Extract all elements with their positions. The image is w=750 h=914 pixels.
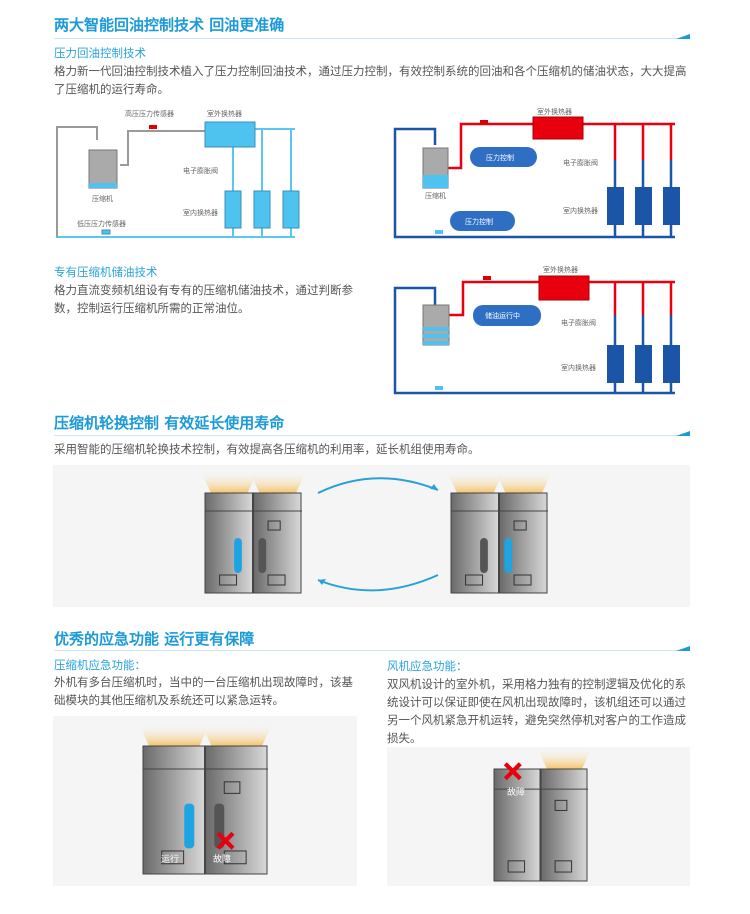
label-indoor-hx: 室内换热器 [183,208,218,217]
label-fault: 故障 [213,855,232,865]
unit-handle [223,850,247,865]
fan-light [537,747,592,769]
rotation-arrow-back [317,574,439,592]
fan-light [201,724,272,746]
label-indoor-hx: 室内换热器 [563,206,598,215]
diagram-pressure-oil-return-basic: 高压压力传感器 室外换热器 压缩机 电子膨胀阀 室内换热器 低压压力传感器 [56,109,300,238]
label-eev: 电子膨胀阀 [183,166,218,175]
fault-x-icon [216,831,235,850]
label-eev: 电子膨胀阀 [563,158,598,167]
fan-light [201,471,258,493]
compressor-tank [480,538,488,573]
section-title-compressor-rotation: 压缩机轮换控制 有效延长使用寿命 [54,414,285,432]
outdoor-unit-module [204,492,253,594]
label-outdoor-hx: 室外换热器 [543,265,578,274]
fault-x-icon [503,762,522,781]
compressor-tank [184,803,195,849]
outdoor-unit-module [540,768,588,882]
subtitle-pressure-oil-return: 压力回油控制技术 [54,46,146,60]
unit-display [223,781,241,794]
section-title-oil-return: 两大智能回油控制技术 回油更准确 [54,16,285,34]
divider [54,646,690,651]
outdoor-unit-module [493,768,541,882]
unit-handle [507,860,526,873]
unit-handle [554,860,573,873]
unit-handle [267,574,286,586]
badge-pressure-control: 压力控制 [465,217,493,226]
divider [54,34,690,39]
diagram-oil-storage: 室外换热器 电子膨胀阀 室内换热器 储油运行中 [393,265,680,395]
compressor-tank [504,538,513,573]
diagram-pressure-control: 室外换热器 压缩机 电子膨胀阀 室内换热器 压力控制 压力控制 [393,107,680,239]
subtitle-fan-emergency: 风机应急功能： [387,659,468,673]
paragraph-oil-storage: 格力直流变频机组设有专有的压缩机储油技术，通过判断参数，控制运行压缩机所需的正常… [54,283,353,315]
section-title-emergency: 优秀的应急功能 运行更有保障 [54,630,255,648]
unit-handle [465,574,484,586]
unit-display [554,799,568,811]
paragraph-compressor-rotation: 采用智能的压缩机轮换技术控制，有效提高各压缩机的利用率，延长机组使用寿命。 [54,442,480,456]
label-compressor: 压缩机 [425,191,446,200]
unit-display [267,520,281,531]
outdoor-unit-module [450,492,499,594]
label-indoor-hx: 室内换热器 [561,363,596,372]
label-running: 运行 [161,855,180,865]
rotation-arrow-forward [317,477,439,494]
subtitle-oil-storage: 专有压缩机储油技术 [54,265,158,279]
paragraph-compressor-emergency: 外机有多台压缩机时，当中的一台压缩机出现故障时，该基础模块的其他压缩机及系统还可… [54,675,353,707]
compressor-tank [234,538,242,573]
label-high-sensor: 高压压力传感器 [125,109,174,118]
fan-light [447,471,504,493]
badge-pressure-control: 压力控制 [486,153,514,162]
rotation-illustration-panel [53,465,690,607]
fan-emergency-panel: 故障 [387,747,690,886]
label-fault: 故障 [507,788,526,798]
paragraph-fan-emergency: 双风机设计的室外机，采用格力独有的控制逻辑及优化的系统设计可以保证即使在风机出现… [387,677,686,745]
unit-handle [161,850,185,865]
paragraph-pressure-oil-return: 格力新一代回油控制技术植入了压力控制回油技术，通过压力控制，有效控制系统的回油和… [54,64,687,96]
unit-display [513,520,527,531]
label-low-sensor: 低压压力传感器 [77,219,126,228]
divider [54,431,690,436]
label-compressor: 压缩机 [92,194,113,203]
badge-oil-storage-running: 储油运行中 [485,311,520,320]
subtitle-compressor-emergency: 压缩机应急功能： [54,658,146,672]
compressor-tank [258,538,267,573]
label-outdoor-hx: 室外换热器 [537,107,572,116]
fan-light [249,471,306,493]
unit-handle [513,574,532,586]
compressor-emergency-panel: 运行 故障 [53,716,357,886]
label-outdoor-hx: 室外换热器 [207,109,242,118]
label-eev: 电子膨胀阀 [561,318,596,327]
fan-light [139,724,210,746]
fan-light [495,471,552,493]
unit-handle [219,574,238,586]
